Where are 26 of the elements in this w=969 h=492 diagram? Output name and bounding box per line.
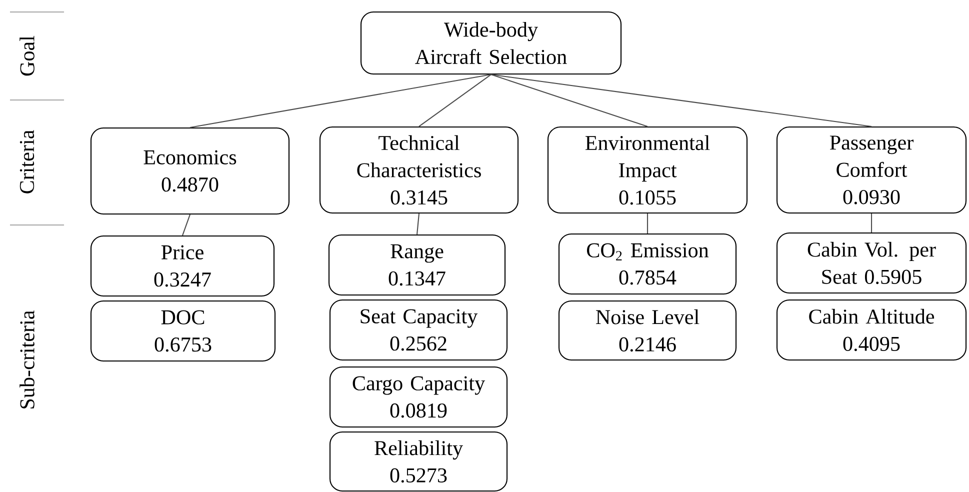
connector-line [418,74,492,127]
criterion-box: Reliability 0.5273 [329,431,508,492]
criterion-box: CO$_{2}$ Emission 0.7854 [558,233,737,295]
criterion-box: Noise Level 0.2146 [558,300,737,361]
connector-line [870,214,872,232]
criterion-box: Environmental Impact 0.1055 [547,126,748,214]
criterion-box: Cargo Capacity 0.0819 [329,366,508,428]
criterion-box: Cabin Altitude 0.4095 [776,299,967,361]
criterion-box: Passenger Comfort 0.0930 [776,126,967,214]
criterion-box: Economics 0.4870 [90,127,290,215]
criterion-box: Technical Characteristics 0.3145 [319,126,519,214]
row-label: Goal [20,36,34,76]
criterion-box: Price 0.3247 [90,235,275,297]
row-label: Criteria [20,130,34,194]
criterion-box: Seat Capacity 0.2562 [329,299,508,361]
goal-box: Wide-body Aircraft Selection [360,11,622,75]
connector-line [646,214,648,234]
connector-line [490,74,648,127]
row-label: Sub-criteria [20,310,34,408]
criterion-box: DOC 0.6753 [90,300,276,362]
connector-line [416,213,420,235]
connector-line [182,214,190,236]
criterion-box: Cabin Vol. per Seat 0.5905 [776,232,967,294]
connector-line [490,74,872,127]
criterion-box: Range 0.1347 [328,234,506,296]
connector-line [190,74,492,128]
